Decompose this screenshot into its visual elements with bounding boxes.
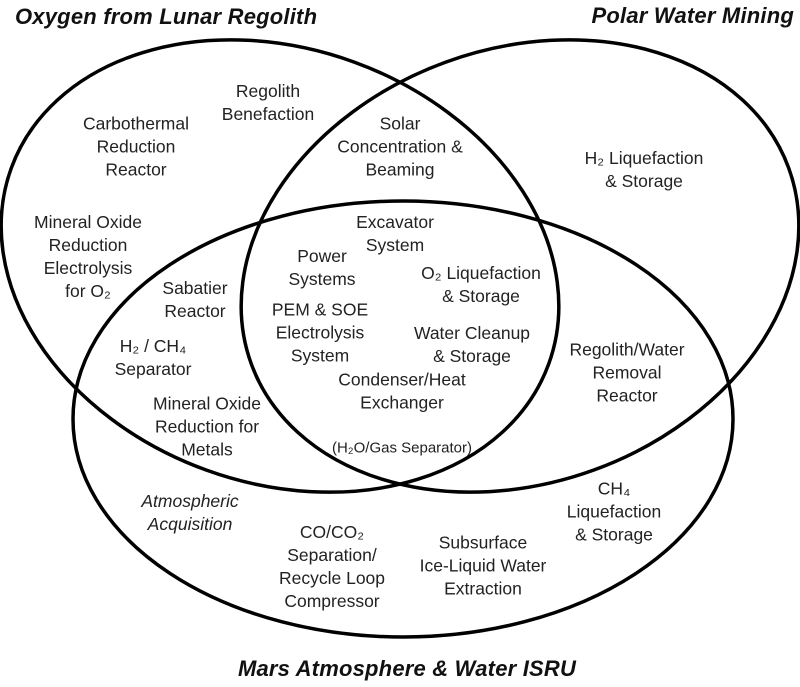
label-pem-soe-electrolysis-system: PEM & SOE Electrolysis System xyxy=(271,299,369,366)
label-atmospheric-acquisition: Atmospheric Acquisition xyxy=(141,491,239,534)
lunar-regolith-circle xyxy=(0,38,561,494)
title-oxygen-from-lunar-regolith: Oxygen from Lunar Regolith xyxy=(15,4,318,29)
label-water-cleanup-storage: Water Cleanup & Storage xyxy=(413,323,531,366)
label-mineral-oxide-reduction-electrolysis: Mineral Oxide Reduction Electrolysis for… xyxy=(34,212,142,301)
label-carbothermal-reduction-reactor: Carbothermal Reduction Reactor xyxy=(82,113,190,180)
mars-atmosphere-circle xyxy=(71,199,735,639)
label-sabatier-reactor: Sabatier Reactor xyxy=(162,278,228,321)
condenser-sub-text: (H₂O/Gas Separator) xyxy=(331,439,473,457)
label-regolith-water-removal-reactor: Regolith/Water Removal Reactor xyxy=(569,339,685,406)
polar-water-circle xyxy=(239,38,800,494)
title-mars-atmosphere-water-isru: Mars Atmosphere & Water ISRU xyxy=(237,656,577,681)
label-power-systems: Power Systems xyxy=(288,246,356,289)
label-o2-liquefaction-storage: O₂ Liquefaction & Storage xyxy=(421,263,541,306)
condenser-main-text: Condenser/Heat Exchanger xyxy=(338,369,466,413)
label-solar-concentration-beaming: Solar Concentration & Beaming xyxy=(337,113,463,180)
label-excavator-system: Excavator System xyxy=(356,212,434,255)
label-h2-liquefaction-storage: H₂ Liquefaction & Storage xyxy=(584,148,704,191)
label-mineral-oxide-reduction-metals: Mineral Oxide Reduction for Metals xyxy=(153,393,261,460)
label-regolith-benefaction: Regolith Benefaction xyxy=(221,81,315,124)
label-h2-ch4-separator: H₂ / CH₄ Separator xyxy=(114,336,192,379)
label-ch4-liquefaction-storage: CH₄ Liquefaction & Storage xyxy=(566,478,662,545)
label-subsurface-ice-liquid-water-extraction: Subsurface Ice-Liquid Water Extraction xyxy=(419,532,547,599)
label-co-co2-separation-recycle-loop-compressor: CO/CO₂ Separation/ Recycle Loop Compress… xyxy=(278,522,386,611)
label-condenser-heat-exchanger: Condenser/Heat Exchanger (H₂O/Gas Separa… xyxy=(332,346,472,483)
title-polar-water-mining: Polar Water Mining xyxy=(591,3,794,28)
